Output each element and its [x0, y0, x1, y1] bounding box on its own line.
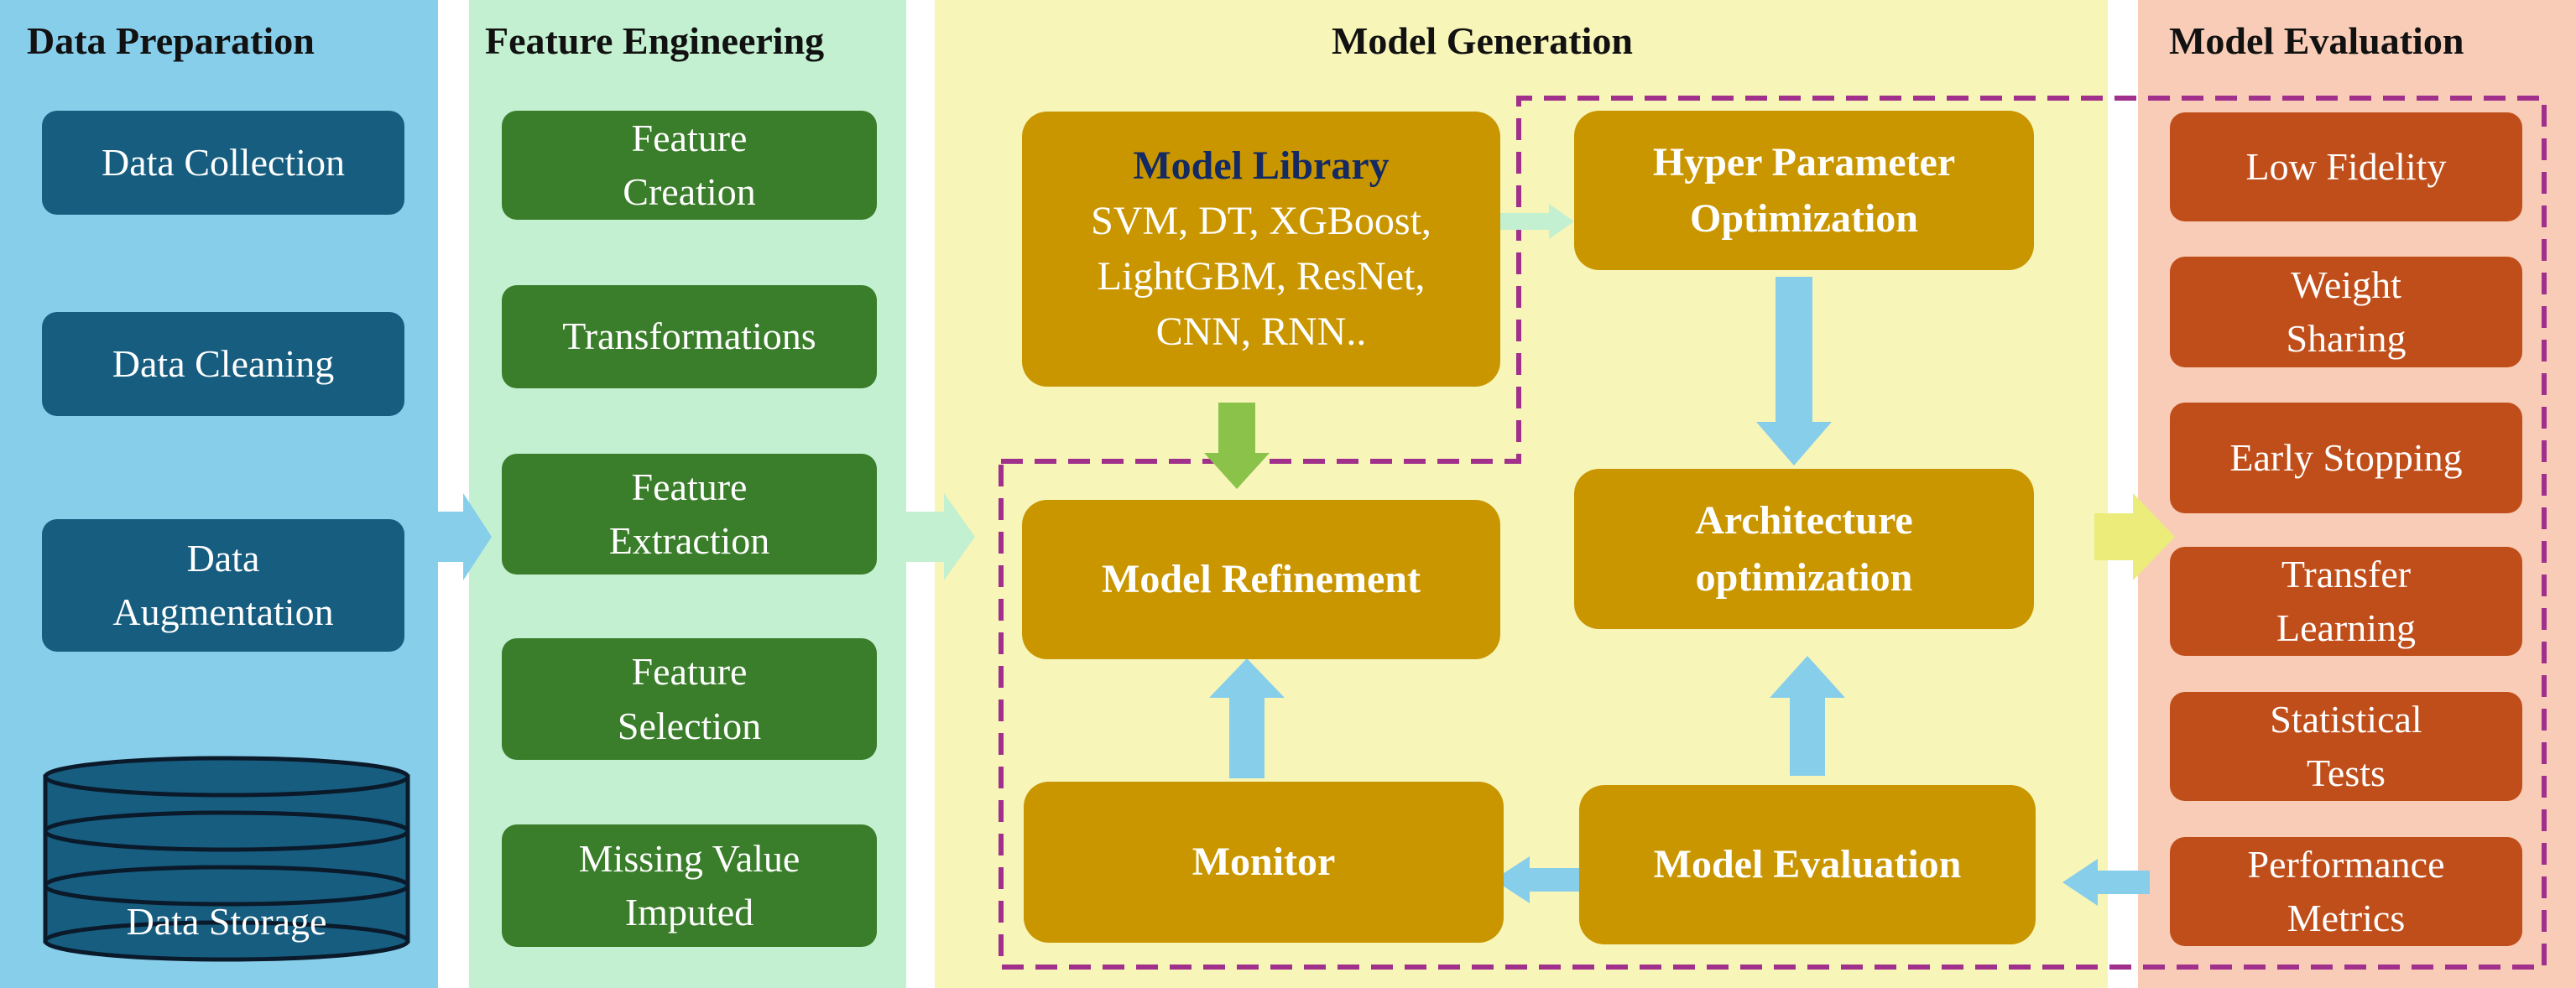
low-fidelity-box: Low Fidelity — [2170, 112, 2522, 221]
monitor-label: Monitor — [1192, 840, 1336, 885]
statistical-tests-box: Statistical Tests — [2170, 692, 2522, 801]
database-icon — [43, 756, 410, 962]
missing-value-label-1: Missing Value — [578, 836, 800, 880]
data-storage-label: Data Storage — [126, 900, 327, 943]
transformations-label: Transformations — [562, 315, 816, 358]
model-evaluation-label: Model Evaluation — [1653, 842, 1962, 887]
arrow-evaluation-to-monitor — [1494, 856, 1579, 903]
performance-metrics-label-2: Metrics — [2287, 897, 2406, 939]
architecture-label-1: Architecture — [1695, 498, 1913, 543]
arrow-library-to-refinement — [1204, 403, 1270, 489]
statistical-tests-label-1: Statistical — [2270, 697, 2422, 741]
feature-creation-label-1: Feature — [631, 116, 748, 159]
transfer-learning-box: Transfer Learning — [2170, 547, 2522, 656]
transfer-learning-label-1: Transfer — [2281, 552, 2412, 595]
arrow-evaluation-to-architecture — [1770, 656, 1845, 776]
feature-selection-label-1: Feature — [631, 650, 748, 694]
model-refinement-label: Model Refinement — [1102, 557, 1421, 602]
hpo-label-1: Hyper Parameter — [1652, 139, 1956, 185]
performance-metrics-label-1: Performance — [2247, 842, 2445, 886]
arrow-generation-to-evaluation — [2094, 493, 2175, 580]
model-evaluation-heading: Model Evaluation — [2169, 19, 2464, 62]
data-cleaning-label: Data Cleaning — [112, 341, 335, 385]
feature-extraction-label-1: Feature — [631, 465, 748, 508]
statistical-tests-label-2: Tests — [2307, 751, 2386, 794]
architecture-label-2: optimization — [1695, 554, 1913, 600]
data-cleaning-box: Data Cleaning — [42, 312, 404, 416]
model-refinement-box: Model Refinement — [1022, 500, 1500, 659]
arrow-feature-to-generation — [906, 493, 975, 580]
data-preparation-heading: Data Preparation — [27, 19, 315, 62]
feature-extraction-box: Feature Extraction — [502, 454, 877, 575]
feature-creation-label-2: Creation — [623, 170, 756, 213]
arrow-monitor-to-refinement — [1209, 658, 1285, 778]
model-library-title: Model Library — [1133, 143, 1390, 188]
feature-engineering-heading: Feature Engineering — [485, 19, 825, 62]
feature-extraction-label-2: Extraction — [608, 519, 770, 562]
weight-sharing-label-1: Weight — [2291, 263, 2401, 306]
arrow-library-to-hpo — [1500, 204, 1574, 239]
feature-creation-box: Feature Creation — [502, 111, 877, 220]
hpo-label-2: Optimization — [1690, 196, 1918, 241]
model-library-item-2: LightGBM, ResNet, — [1097, 254, 1426, 299]
weight-sharing-label-2: Sharing — [2286, 317, 2407, 360]
arrow-metrics-to-evaluation — [2062, 859, 2150, 906]
data-augmentation-box: Data Augmentation — [42, 519, 404, 652]
model-evaluation-box: Model Evaluation — [1579, 785, 2036, 944]
performance-metrics-box: Performance Metrics — [2170, 837, 2522, 946]
monitor-box: Monitor — [1024, 782, 1504, 943]
transformations-box: Transformations — [502, 285, 877, 388]
arrow-prep-to-feature — [438, 493, 492, 580]
data-collection-label: Data Collection — [102, 140, 345, 184]
data-collection-box: Data Collection — [42, 111, 404, 215]
arrow-hpo-to-architecture — [1756, 277, 1832, 465]
model-library-box: Model Library SVM, DT, XGBoost, LightGBM… — [1022, 112, 1500, 387]
model-generation-heading: Model Generation — [1332, 19, 1633, 62]
feature-selection-label-2: Selection — [617, 704, 762, 747]
early-stopping-label: Early Stopping — [2229, 435, 2463, 479]
hyper-parameter-optimization-box: Hyper Parameter Optimization — [1574, 111, 2034, 270]
missing-value-imputed-box: Missing Value Imputed — [502, 824, 877, 947]
model-library-item-3: CNN, RNN.. — [1155, 309, 1367, 355]
weight-sharing-box: Weight Sharing — [2170, 257, 2522, 367]
early-stopping-box: Early Stopping — [2170, 403, 2522, 513]
transfer-learning-label-2: Learning — [2276, 606, 2417, 649]
data-augmentation-label-2: Augmentation — [112, 590, 334, 633]
feature-selection-box: Feature Selection — [502, 638, 877, 760]
architecture-optimization-box: Architecture optimization — [1574, 469, 2034, 629]
model-library-item-1: SVM, DT, XGBoost, — [1091, 198, 1431, 243]
low-fidelity-label: Low Fidelity — [2245, 144, 2447, 188]
missing-value-label-2: Imputed — [624, 891, 754, 933]
data-augmentation-label-1: Data — [186, 536, 260, 580]
dashed-loop-outline — [999, 96, 2547, 970]
